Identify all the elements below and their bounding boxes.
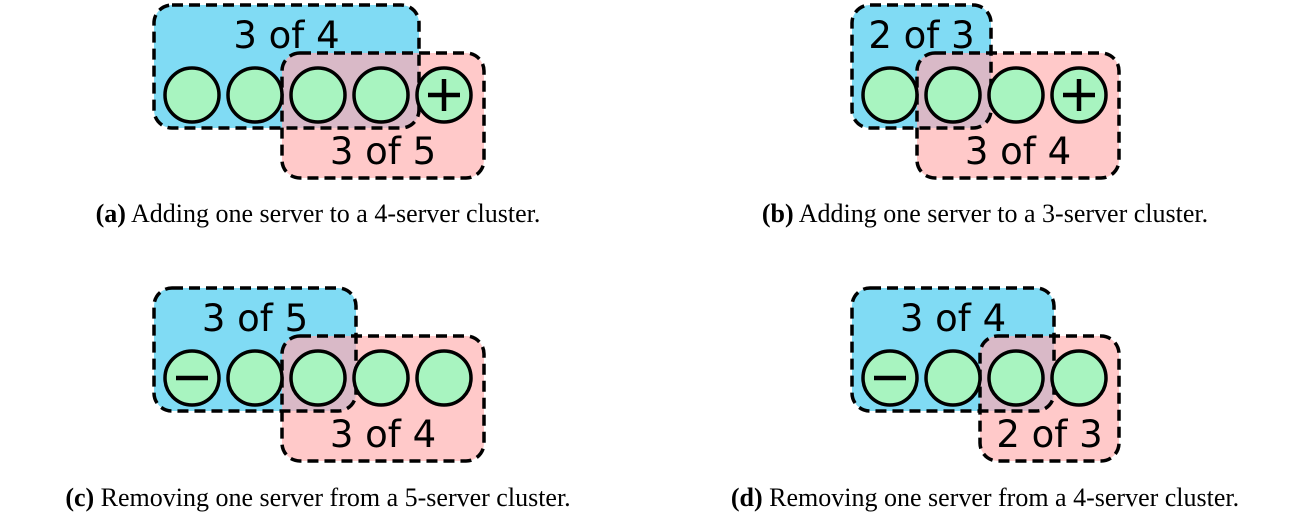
old-quorum-label: 3 of 5 bbox=[202, 297, 308, 340]
new-config-border bbox=[978, 334, 1121, 463]
old-config-border bbox=[850, 3, 993, 130]
caption-text: Removing one server from a 5-server clus… bbox=[100, 483, 571, 512]
caption-a: (a) Adding one server to a 4-server clus… bbox=[96, 199, 541, 229]
server-node bbox=[415, 349, 473, 407]
panel-c: 3 of 5 3 of 4 bbox=[152, 286, 486, 463]
panel-a: 3 of 4 3 of 5 bbox=[152, 3, 486, 180]
server-node bbox=[987, 349, 1045, 407]
new-quorum-label: 3 of 4 bbox=[965, 130, 1071, 173]
server-node bbox=[289, 349, 347, 407]
caption-c: (c) Removing one server from a 5-server … bbox=[65, 483, 570, 513]
caption-d: (d) Removing one server from a 4-server … bbox=[731, 483, 1239, 513]
server-node bbox=[226, 349, 284, 407]
caption-tag: (c) bbox=[65, 483, 95, 512]
caption-b: (b) Adding one server to a 3-server clus… bbox=[762, 199, 1208, 229]
new-config-border bbox=[280, 334, 486, 463]
old-config-border bbox=[152, 286, 358, 413]
new-quorum-label: 3 of 5 bbox=[330, 130, 436, 173]
caption-tag: (a) bbox=[95, 199, 126, 228]
new-quorum-label: 2 of 3 bbox=[996, 413, 1102, 456]
server-node bbox=[861, 66, 919, 124]
server-node bbox=[924, 66, 982, 124]
server-node bbox=[226, 66, 284, 124]
new-quorum-label: 3 of 4 bbox=[330, 413, 436, 456]
new-config-border bbox=[280, 51, 486, 180]
caption-text: Removing one server from a 4-server clus… bbox=[769, 483, 1240, 512]
caption-text: Adding one server to a 4-server cluster. bbox=[131, 199, 541, 228]
caption-tag: (d) bbox=[730, 483, 763, 512]
old-config-border bbox=[152, 3, 421, 130]
old-config-border bbox=[850, 286, 1056, 413]
old-quorum-label: 3 of 4 bbox=[233, 14, 339, 57]
server-node bbox=[352, 66, 410, 124]
server-node bbox=[1050, 349, 1108, 407]
panel-d: 3 of 4 2 of 3 bbox=[850, 286, 1121, 463]
server-node bbox=[987, 66, 1045, 124]
old-quorum-label: 3 of 4 bbox=[900, 297, 1006, 340]
new-config-border bbox=[915, 51, 1121, 180]
server-node bbox=[924, 349, 982, 407]
caption-text: Adding one server to a 3-server cluster. bbox=[798, 199, 1209, 228]
server-node bbox=[352, 349, 410, 407]
server-node bbox=[289, 66, 347, 124]
caption-tag: (b) bbox=[761, 199, 794, 228]
server-node bbox=[163, 66, 221, 124]
panel-b: 2 of 3 3 of 4 bbox=[850, 3, 1121, 180]
old-quorum-label: 2 of 3 bbox=[868, 14, 974, 57]
